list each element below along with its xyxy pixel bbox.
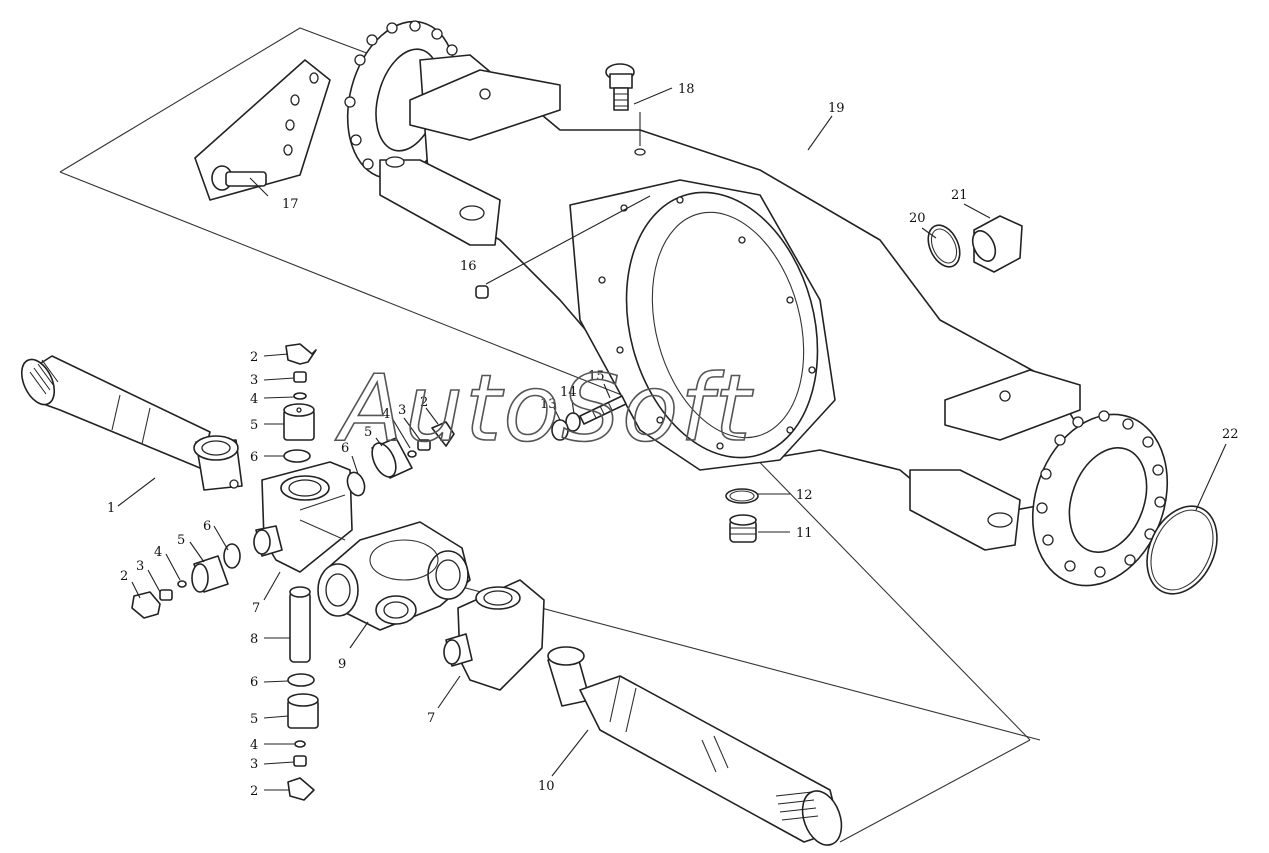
- callout-label: 21: [951, 188, 968, 203]
- callout-label: 19: [828, 101, 845, 116]
- callout-label: 5: [250, 418, 258, 433]
- callout-label: 12: [796, 488, 813, 503]
- callout-label: 6: [250, 675, 258, 690]
- callout-label: 2: [420, 395, 428, 410]
- callout-label: 5: [177, 533, 185, 548]
- callout-label: 3: [250, 373, 258, 388]
- callout-label: 6: [341, 441, 349, 456]
- callout-label: 16: [460, 259, 477, 274]
- stud-and-nut: [551, 395, 627, 441]
- center-coupling: [317, 521, 471, 631]
- callout-label: 13: [540, 397, 557, 412]
- flange-o-ring: [1146, 505, 1218, 595]
- callout-label: 20: [909, 211, 926, 226]
- filler-plug-assembly: [927, 215, 1023, 273]
- callout-label: 17: [282, 197, 299, 212]
- callout-label: 1: [107, 501, 115, 516]
- callout-label: 14: [560, 385, 577, 400]
- callout-label: 15: [588, 369, 605, 384]
- drain-plug-assembly: [725, 488, 759, 543]
- callout-label: 11: [796, 526, 813, 541]
- callout-label: 6: [250, 450, 258, 465]
- drain-bolt: [605, 63, 646, 156]
- lower-bearing-stack: [287, 586, 319, 801]
- right-bearing-stack: [346, 421, 455, 497]
- callout-label: 3: [136, 559, 144, 574]
- upper-bearing-stack: [283, 343, 317, 463]
- callout-label: 5: [364, 425, 372, 440]
- leader-lines: [117, 87, 1227, 791]
- callout-label: 22: [1222, 427, 1239, 442]
- callout-label: 4: [382, 407, 390, 422]
- callout-label: 4: [250, 392, 258, 407]
- callout-label: 9: [338, 657, 346, 672]
- callout-label: 2: [120, 569, 128, 584]
- left-bearing-stack: [131, 543, 241, 619]
- callout-labels: 1 2 2 2 2 3 3 3 3 4 4 4 4 5 5 5 5 6 6 6 …: [107, 82, 1239, 799]
- callout-label: 7: [427, 711, 435, 726]
- callout-label: 2: [250, 784, 258, 799]
- bracket-plate: [194, 59, 331, 201]
- outer-axle-shaft: [547, 646, 843, 846]
- axle-housing: [344, 20, 1169, 587]
- dowel-pin: [475, 285, 489, 299]
- callout-label: 6: [203, 519, 211, 534]
- watermark-text: AutoSoft: [335, 355, 754, 462]
- callout-label: 7: [252, 601, 260, 616]
- callout-label: 4: [154, 545, 162, 560]
- spider-yoke: [253, 461, 353, 573]
- callout-label: 3: [250, 757, 258, 772]
- callout-label: 18: [678, 82, 695, 97]
- callout-label: 8: [250, 632, 258, 647]
- callout-label: 5: [250, 712, 258, 727]
- callout-label: 2: [250, 350, 258, 365]
- callout-label: 3: [398, 403, 406, 418]
- callout-label: 10: [538, 779, 555, 794]
- outer-yoke: [443, 579, 545, 691]
- inner-axle-shaft: [20, 355, 243, 491]
- callout-label: 4: [250, 738, 258, 753]
